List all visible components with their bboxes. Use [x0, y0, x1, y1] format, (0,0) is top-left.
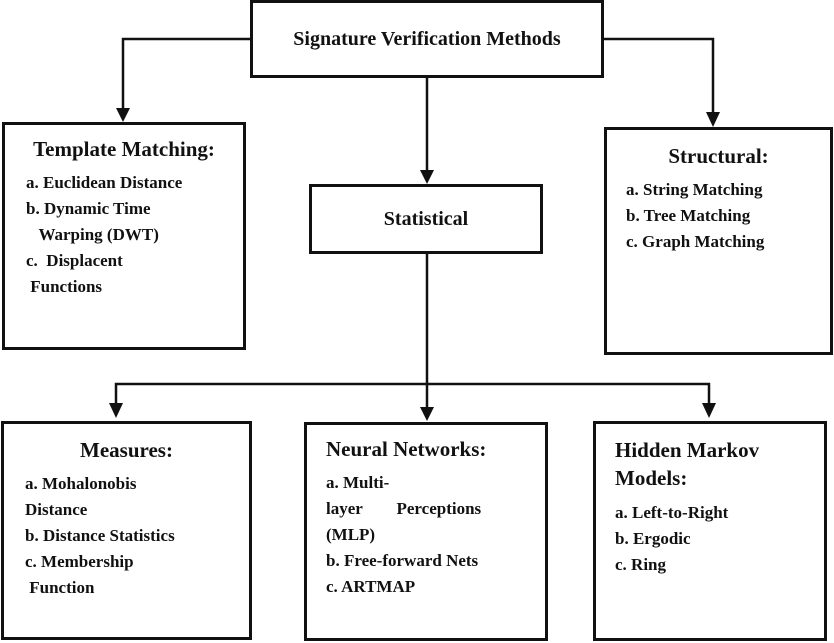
list-item: b. Distance Statistics	[25, 526, 175, 545]
list-item: c. Displacent	[26, 251, 123, 270]
hmm-title-line2: Models:	[615, 466, 688, 490]
hmm-node: Hidden Markov Models: a. Left-to-Right b…	[593, 421, 827, 641]
neural-networks-title: Neural Networks:	[326, 437, 487, 461]
structural-node: Structural: a. String Matching b. Tree M…	[604, 127, 833, 355]
hmm-title-line1: Hidden Markov	[615, 438, 760, 462]
list-item: Warping (DWT)	[26, 225, 159, 244]
list-item: a. Left-to-Right	[615, 503, 729, 522]
list-item: b. Dynamic Time	[26, 199, 151, 218]
list-item: layer Perceptions	[326, 499, 482, 518]
list-item: c. Graph Matching	[626, 232, 765, 251]
list-item: (MLP)	[326, 525, 376, 544]
measures-node: Measures: a. Mohalonobis Distance b. Dis…	[1, 421, 252, 640]
list-item: a. Euclidean Distance	[26, 173, 183, 192]
list-item: c. Ring	[615, 555, 666, 574]
template-matching-title: Template Matching:	[33, 137, 215, 161]
list-item: Distance	[25, 500, 88, 519]
statistical-node: Statistical	[309, 184, 543, 254]
template-matching-node: Template Matching: a. Euclidean Distance…	[2, 122, 246, 350]
root-label: Signature Verification Methods	[293, 27, 561, 50]
list-item: a. Multi-	[326, 473, 390, 492]
list-item: Function	[25, 578, 95, 597]
neural-networks-node: Neural Networks: a. Multi- layer Percept…	[304, 422, 548, 641]
list-item: b. Tree Matching	[626, 206, 751, 225]
list-item: c. Membership	[25, 552, 134, 571]
list-item: b. Ergodic	[615, 529, 691, 548]
list-item: b. Free-forward Nets	[326, 551, 479, 570]
statistical-label: Statistical	[383, 207, 469, 230]
list-item: c. ARTMAP	[326, 577, 416, 596]
list-item: Functions	[26, 277, 103, 296]
root-node: Signature Verification Methods	[250, 0, 604, 78]
measures-title: Measures:	[80, 438, 173, 462]
list-item: a. Mohalonobis	[25, 474, 137, 493]
structural-title: Structural:	[668, 144, 769, 168]
list-item: a. String Matching	[626, 180, 763, 199]
